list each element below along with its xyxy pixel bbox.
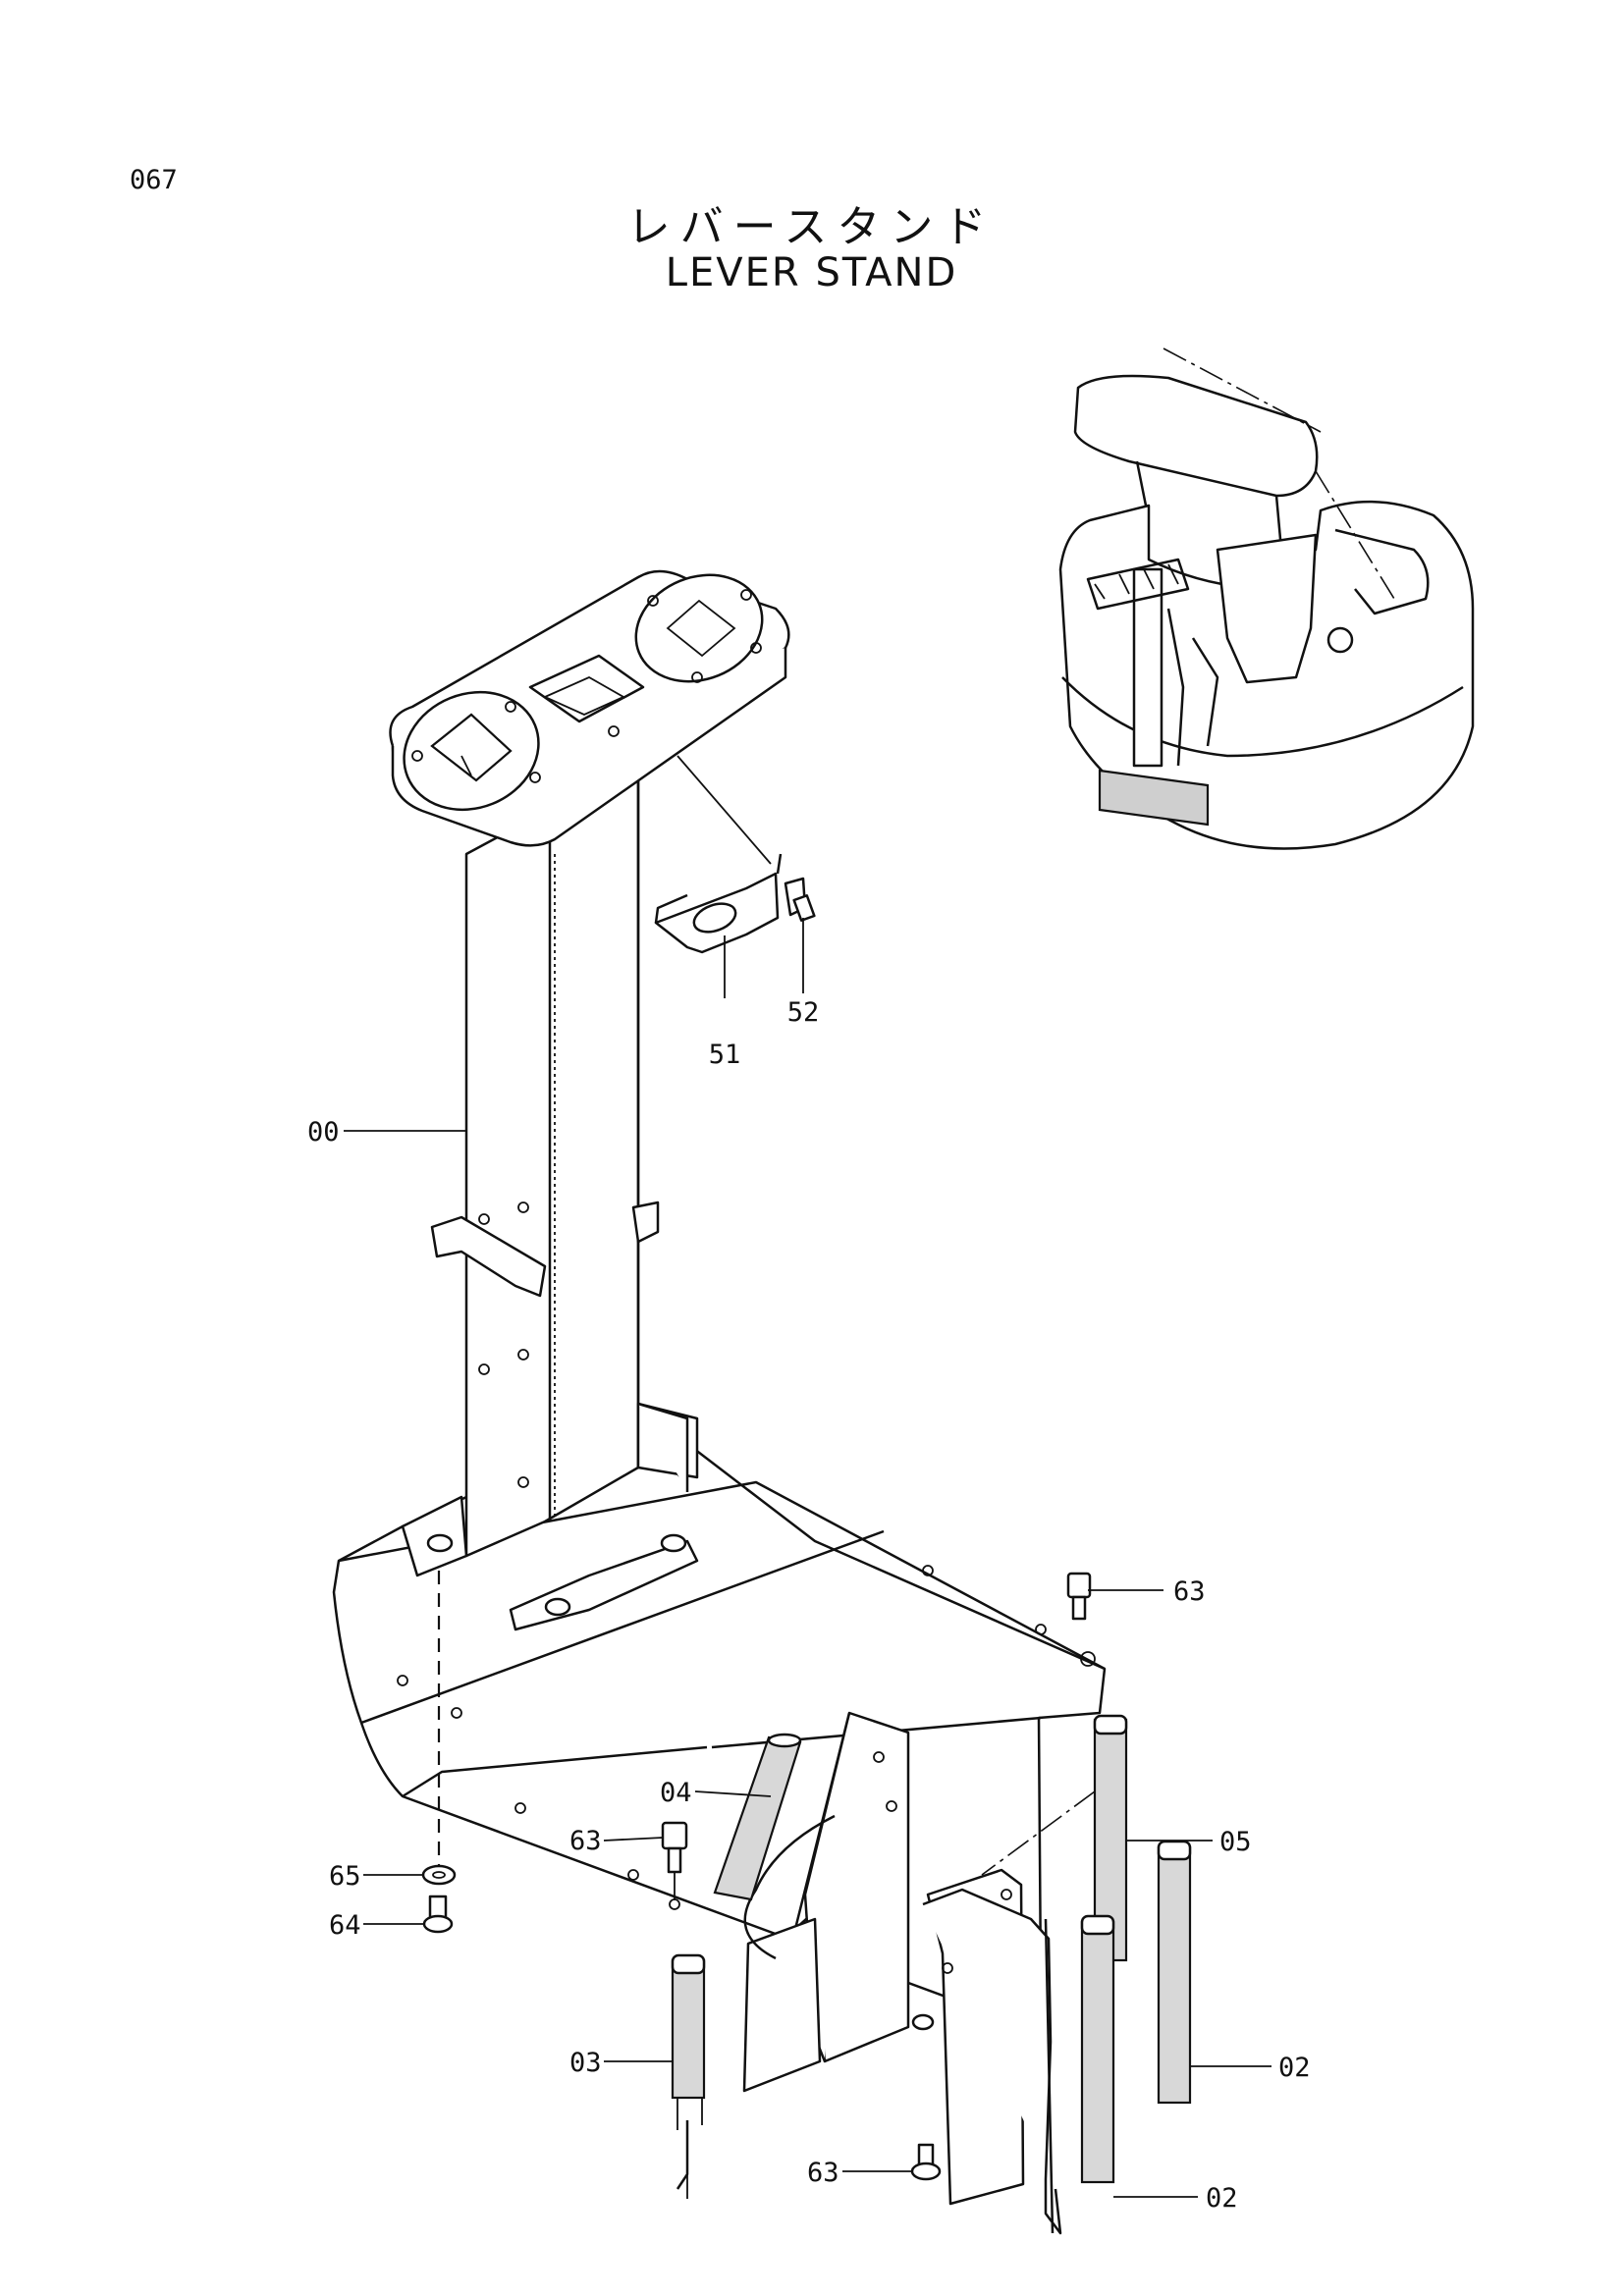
callout-51: 51 [709, 1040, 741, 1070]
title-english: LEVER STAND [665, 250, 958, 295]
bolt-part-64 [422, 1895, 454, 1934]
top-console-plate [389, 569, 790, 847]
lever-stand-column [401, 774, 699, 1631]
callout-05: 05 [1219, 1827, 1252, 1857]
callout-02-lower: 02 [1206, 2183, 1238, 2214]
foam-strip-part-02-lower [1080, 1914, 1115, 2184]
foam-strip-part-04 [713, 1733, 802, 1901]
leader-lines [344, 918, 1271, 2198]
title-japanese: レバースタンド [626, 202, 997, 252]
callout-65: 65 [329, 1861, 361, 1892]
callout-64: 64 [329, 1910, 361, 1941]
bolt-part-63-lower [910, 2143, 942, 2181]
bolt-part-52 [784, 877, 816, 922]
callout-63-upper: 63 [1173, 1576, 1206, 1607]
callout-02-right: 02 [1278, 2053, 1311, 2083]
bracket-part-51 [654, 755, 783, 954]
callout-03: 03 [569, 2048, 602, 2078]
bolt-part-63-upper [1066, 1572, 1092, 1621]
side-bracket-panels [676, 1711, 1096, 2235]
cab-inset-illustration [1058, 347, 1475, 850]
foam-strip-part-03 [671, 1953, 706, 2130]
callout-63-middle: 63 [569, 1826, 602, 1856]
callout-00: 00 [307, 1117, 340, 1148]
page-number: 067 [130, 165, 178, 195]
foam-strip-part-02-right [1157, 1840, 1192, 2105]
callout-52: 52 [787, 997, 820, 1028]
callout-04: 04 [660, 1778, 692, 1808]
base-plate [332, 1412, 1107, 2019]
callout-63-lower: 63 [807, 2158, 839, 2188]
washer-part-65 [421, 1864, 457, 1886]
